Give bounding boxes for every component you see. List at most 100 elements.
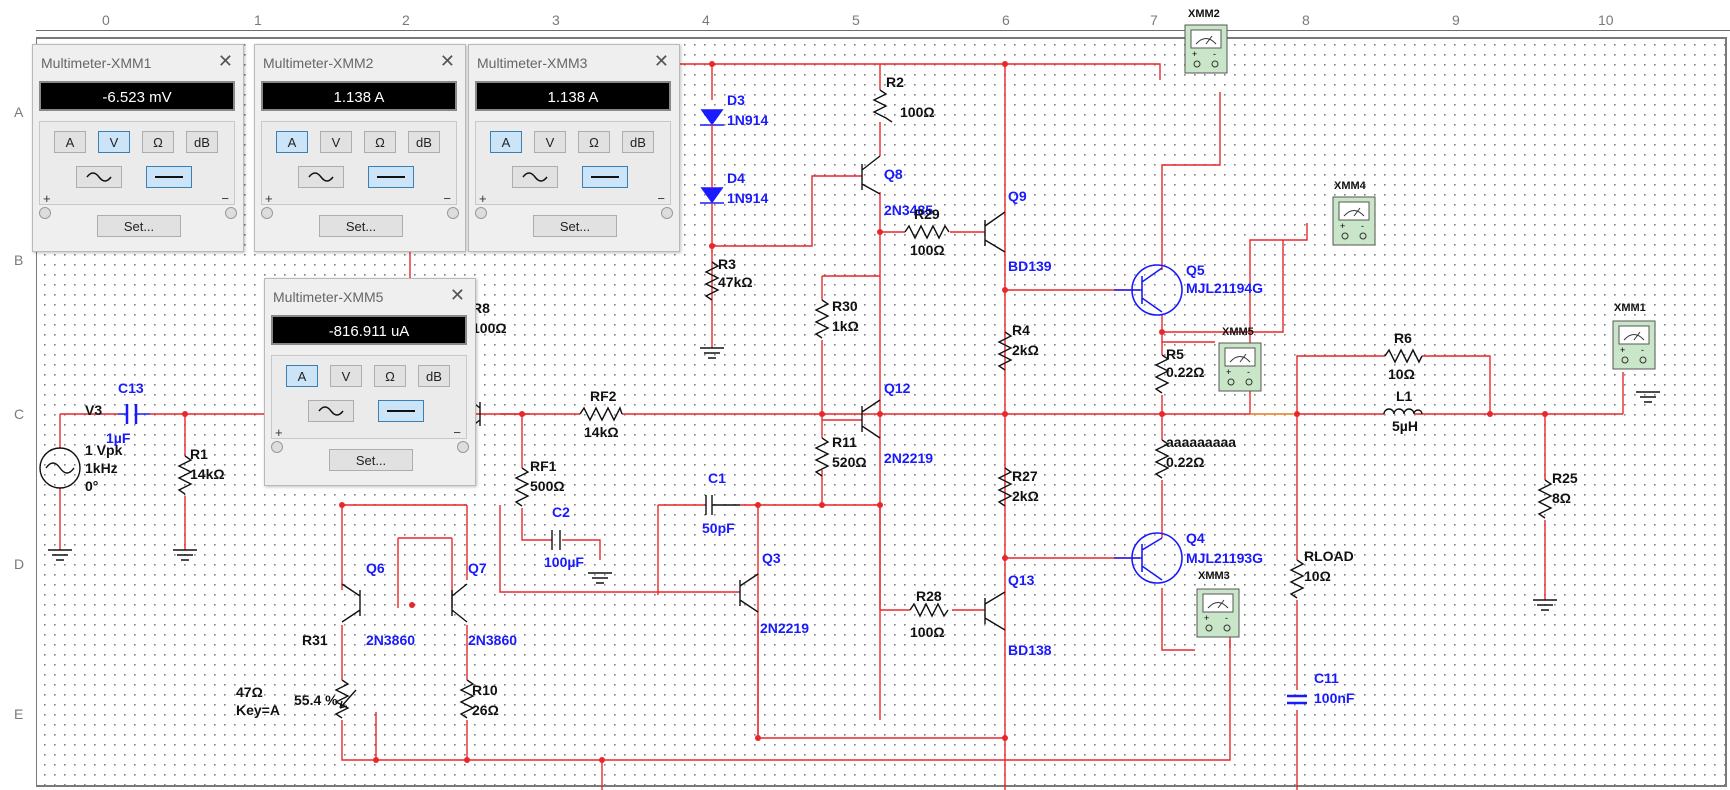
- multimeter-window-xmm1[interactable]: Multimeter-XMM1 ✕ -6.523 mV A V Ω dB + −…: [32, 44, 244, 252]
- minus-terminal[interactable]: [661, 207, 673, 219]
- r31-percent[interactable]: 55.4 %: [294, 692, 338, 708]
- top-ruler: 0 1 2 3 4 5 6 7 8 9 10: [36, 8, 1730, 31]
- r29-value: 100Ω: [910, 242, 945, 258]
- ammeter-button[interactable]: A: [490, 131, 522, 153]
- plus-terminal[interactable]: [39, 207, 51, 219]
- decibel-button[interactable]: dB: [186, 131, 218, 153]
- ruler-col-8: 8: [1302, 12, 1310, 28]
- l1-label: L1: [1396, 388, 1413, 404]
- minus-terminal-label: −: [221, 191, 229, 206]
- multimeter-window-xmm5[interactable]: Multimeter-XMM5 ✕ -816.911 uA A V Ω dB +…: [264, 278, 476, 486]
- c1-value: 50pF: [702, 520, 735, 536]
- xmm4-instrument[interactable]: XMM4 + -: [1332, 180, 1376, 248]
- ammeter-button[interactable]: A: [276, 131, 308, 153]
- r10-value: 26Ω: [472, 702, 499, 718]
- meter-reading: -6.523 mV: [39, 81, 235, 111]
- plus-terminal[interactable]: [271, 441, 283, 453]
- ammeter-button[interactable]: A: [54, 131, 86, 153]
- ruler-col-9: 9: [1452, 12, 1460, 28]
- dc-button[interactable]: [582, 166, 628, 188]
- q8-type: 2N3485: [884, 202, 934, 218]
- ohmmeter-button[interactable]: Ω: [374, 365, 406, 387]
- c11-label: C11: [1314, 670, 1339, 686]
- decibel-button[interactable]: dB: [418, 365, 450, 387]
- svg-text:-: -: [1361, 221, 1364, 231]
- dc-button[interactable]: [146, 166, 192, 188]
- ohmmeter-button[interactable]: Ω: [578, 131, 610, 153]
- ruler-col-3: 3: [552, 12, 560, 28]
- minus-terminal[interactable]: [447, 207, 459, 219]
- plus-terminal-label: +: [479, 191, 487, 206]
- settings-button[interactable]: Set...: [319, 215, 403, 237]
- close-icon[interactable]: ✕: [439, 51, 455, 71]
- multimeter-window-xmm2[interactable]: Multimeter-XMM2 ✕ 1.138 A A V Ω dB + − S…: [254, 44, 466, 252]
- ruler-row-d: D: [14, 556, 25, 572]
- xmm2-tag: XMM2: [1188, 8, 1220, 20]
- xmm4-tag: XMM4: [1334, 180, 1366, 192]
- ra-value: 0.22Ω: [1166, 454, 1205, 470]
- settings-button[interactable]: Set...: [533, 215, 617, 237]
- q6-type: 2N3860: [366, 632, 416, 648]
- minus-terminal[interactable]: [457, 441, 469, 453]
- settings-button[interactable]: Set...: [329, 449, 413, 471]
- l1-value: 5µH: [1392, 418, 1418, 434]
- xmm3-instrument[interactable]: XMM3 +-: [1196, 570, 1240, 640]
- r4-value: 2kΩ: [1012, 342, 1039, 358]
- rload-label: RLOAD: [1304, 548, 1354, 564]
- sine-wave-icon: [522, 172, 548, 182]
- q12-type: 2N2219: [884, 450, 934, 466]
- settings-button[interactable]: Set...: [97, 215, 181, 237]
- ac-button[interactable]: [76, 166, 122, 188]
- r31-label: R31: [302, 632, 328, 648]
- q3-type: 2N2219: [760, 620, 810, 636]
- voltmeter-button[interactable]: V: [98, 131, 130, 153]
- decibel-button[interactable]: dB: [408, 131, 440, 153]
- rf1-value: 500Ω: [530, 478, 565, 494]
- q4-type: MJL21193G: [1186, 550, 1264, 566]
- close-icon[interactable]: ✕: [449, 285, 465, 305]
- d3-label: D3: [727, 92, 745, 108]
- r11-label: R11: [832, 434, 857, 450]
- dc-line-icon: [377, 176, 405, 178]
- sheet-border: [35, 37, 1727, 787]
- xmm5-instrument[interactable]: XMM5 +-: [1218, 326, 1262, 394]
- sine-wave-icon: [318, 406, 344, 416]
- voltmeter-button[interactable]: V: [320, 131, 352, 153]
- svg-text:+: +: [1340, 221, 1345, 231]
- close-icon[interactable]: ✕: [653, 51, 669, 71]
- r4-label: R4: [1012, 322, 1030, 338]
- ac-button[interactable]: [298, 166, 344, 188]
- ruler-col-4: 4: [702, 12, 710, 28]
- q7-type: 2N3860: [468, 632, 518, 648]
- wires: [59, 63, 1624, 790]
- q13-type: BD138: [1008, 642, 1052, 658]
- xmm1-instrument[interactable]: XMM1 +-: [1612, 302, 1656, 372]
- plus-terminal[interactable]: [475, 207, 487, 219]
- decibel-button[interactable]: dB: [622, 131, 654, 153]
- xmm2-instrument[interactable]: XMM2 +-: [1184, 8, 1228, 76]
- minus-terminal[interactable]: [225, 207, 237, 219]
- q4-label: Q4: [1186, 530, 1205, 546]
- ac-button[interactable]: [308, 400, 354, 422]
- svg-text:-: -: [1247, 367, 1250, 377]
- plus-terminal[interactable]: [261, 207, 273, 219]
- close-icon[interactable]: ✕: [217, 51, 233, 71]
- dc-button[interactable]: [378, 400, 424, 422]
- dc-line-icon: [591, 176, 619, 178]
- r25-value: 8Ω: [1552, 490, 1572, 506]
- dc-button[interactable]: [368, 166, 414, 188]
- ohmmeter-button[interactable]: Ω: [142, 131, 174, 153]
- voltmeter-button[interactable]: V: [534, 131, 566, 153]
- ammeter-button[interactable]: A: [286, 365, 318, 387]
- power-transistors: [1114, 264, 1183, 584]
- ruler-col-1: 1: [254, 12, 262, 28]
- ohmmeter-button[interactable]: Ω: [364, 131, 396, 153]
- c2-label: C2: [552, 504, 570, 520]
- r1-value: 14kΩ: [190, 466, 225, 482]
- mode-panel: A V Ω dB: [271, 355, 467, 439]
- xmm3-tag: XMM3: [1198, 570, 1230, 582]
- voltmeter-button[interactable]: V: [330, 365, 362, 387]
- ac-button[interactable]: [512, 166, 558, 188]
- svg-text:-: -: [1225, 613, 1228, 623]
- multimeter-window-xmm3[interactable]: Multimeter-XMM3 ✕ 1.138 A A V Ω dB + − S…: [468, 44, 680, 252]
